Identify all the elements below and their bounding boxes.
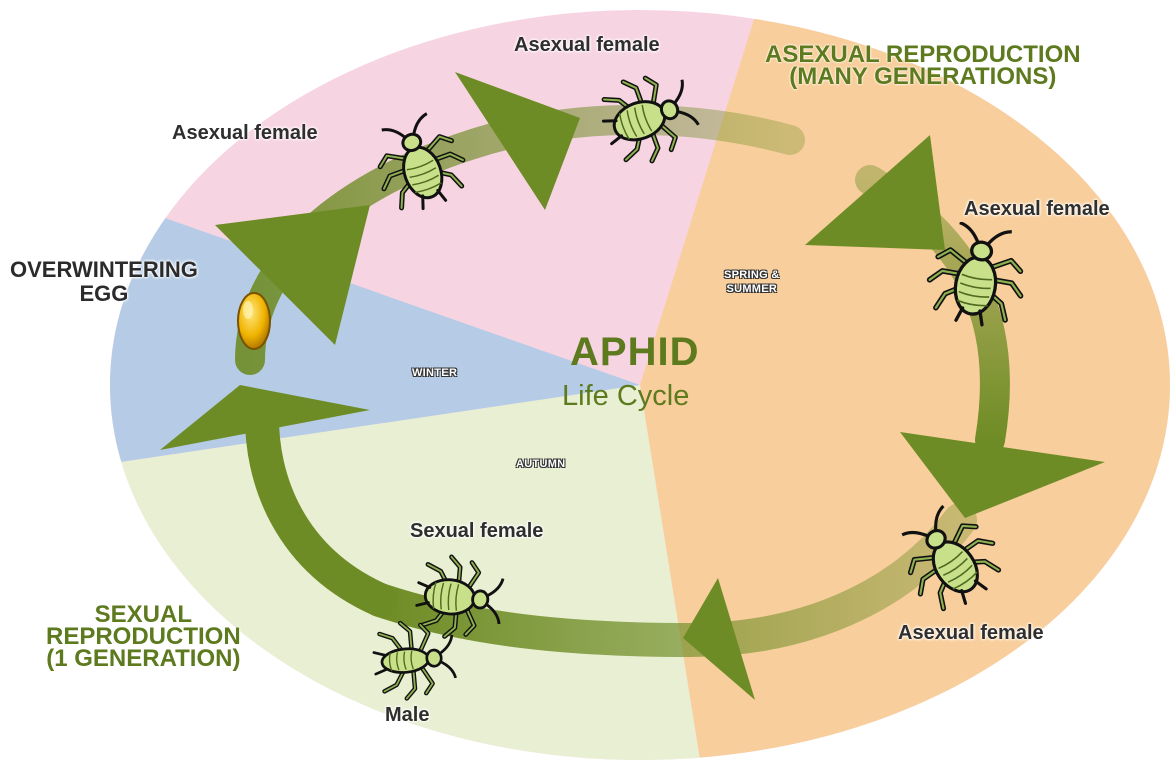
stage-label: Asexual female	[514, 34, 660, 57]
asexual-female-aphid-icon	[898, 505, 1003, 615]
overwintering-egg	[238, 293, 270, 349]
egg-label-line2: EGG	[10, 282, 198, 306]
asexual-female-aphid-icon	[592, 68, 702, 168]
asexual-reproduction-line2: (MANY GENERATIONS)	[765, 66, 1081, 88]
diagram-title: APHID	[570, 330, 699, 375]
stage-label: Sexual female	[410, 520, 543, 543]
diagram-subtitle: Life Cycle	[562, 380, 689, 413]
male-aphid-icon	[355, 615, 470, 705]
sexual-reproduction-line3: (1 GENERATION)	[46, 648, 241, 670]
stage-label: Male	[385, 704, 429, 727]
asexual-reproduction-heading: ASEXUAL REPRODUCTION (MANY GENERATIONS)	[765, 44, 1081, 88]
stage-label: Asexual female	[898, 622, 1044, 645]
sexual-reproduction-heading: SEXUAL REPRODUCTION (1 GENERATION)	[46, 604, 241, 670]
stage-label: Asexual female	[964, 198, 1110, 221]
overwintering-egg-label: OVERWINTERING EGG	[10, 258, 198, 306]
autumn-season-label: AUTUMN	[516, 458, 565, 470]
winter-season-label: WINTER	[412, 367, 457, 379]
asexual-female-aphid-icon	[922, 222, 1032, 332]
stage-label: Asexual female	[172, 122, 318, 145]
asexual-female-aphid-icon	[370, 110, 470, 220]
spring-summer-season-label: SPRING & SUMMER	[724, 268, 780, 296]
egg-icon	[238, 293, 270, 349]
egg-label-line1: OVERWINTERING	[10, 258, 198, 282]
